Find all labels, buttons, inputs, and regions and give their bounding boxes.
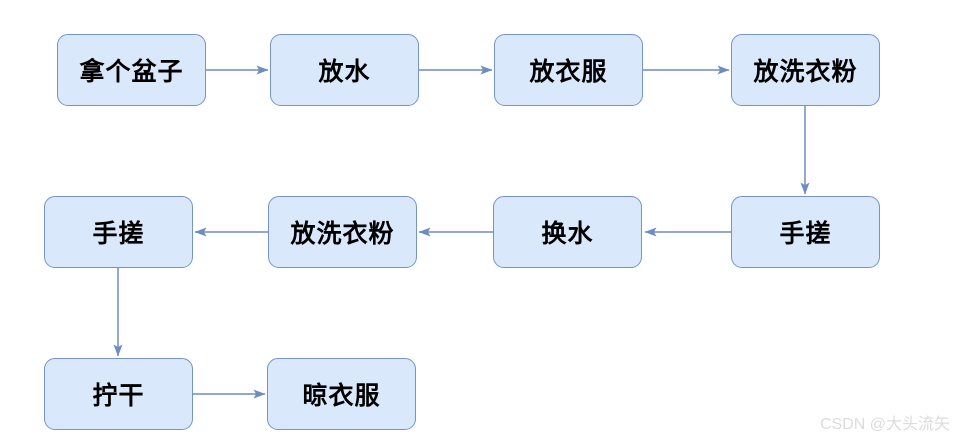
node-hang-clothes: 晾衣服 [267, 358, 416, 430]
node-wring-dry: 拧干 [44, 358, 193, 430]
node-add-detergent: 放洗衣粉 [731, 34, 880, 106]
node-add-water: 放水 [270, 34, 419, 106]
csdn-watermark: CSDN @大头流矢 [819, 416, 950, 433]
node-hand-rub-1: 手搓 [731, 196, 880, 268]
node-change-water: 换水 [493, 196, 642, 268]
node-add-detergent-2: 放洗衣粉 [268, 196, 417, 268]
node-put-clothes: 放衣服 [494, 34, 643, 106]
node-hand-rub-2: 手搓 [44, 196, 193, 268]
node-take-basin: 拿个盆子 [57, 34, 206, 106]
